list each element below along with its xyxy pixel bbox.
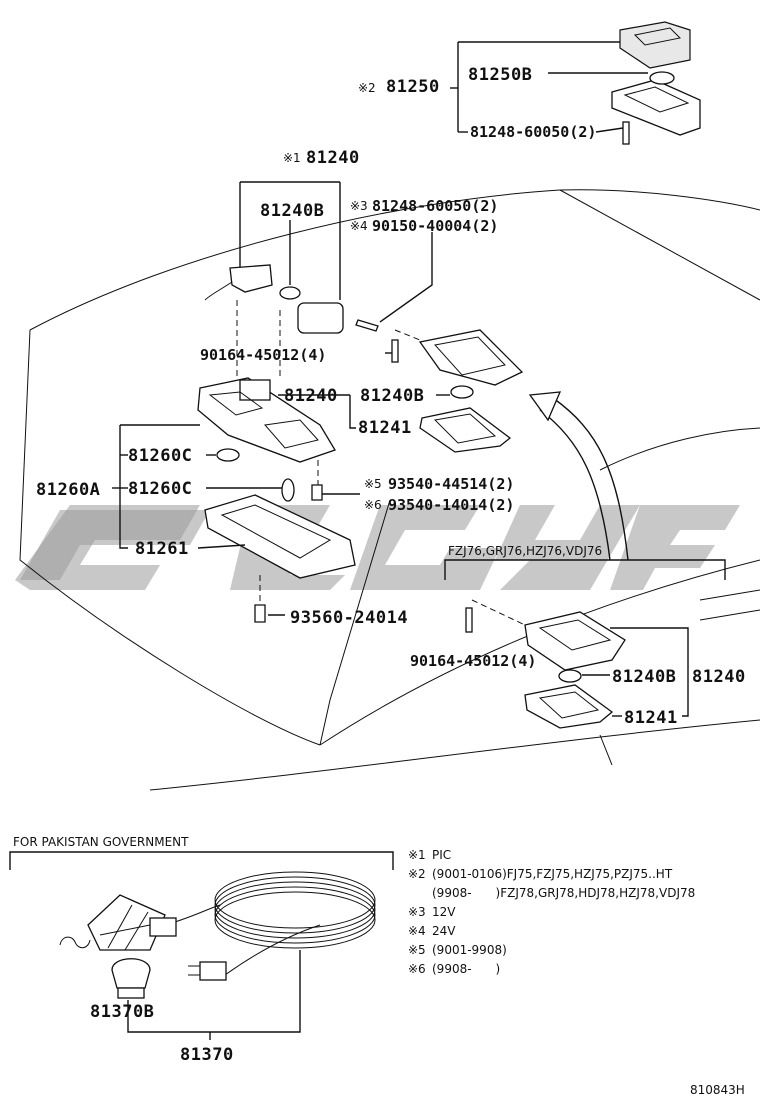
lamp-cover-81250[interactable] (619, 21, 691, 69)
note-1-mark: ※1 (408, 848, 426, 862)
pakistan-inset: FOR PAKISTAN GOVERNMENT (9, 835, 394, 1065)
note-6-text: (9908- ) (432, 962, 500, 976)
bulb-81370B[interactable] (111, 958, 151, 999)
note-mark-4: ※4 (350, 219, 368, 233)
housing-81261[interactable] (204, 494, 356, 579)
part-81240B-right-label[interactable]: 81240B (612, 667, 676, 687)
model-lamp-group: FZJ76,GRJ76,HZJ76,VDJ76 90164-45012(4) 8… (410, 544, 746, 766)
note-mark-3: ※3 (350, 199, 368, 213)
part-81240-pic-label[interactable]: 81240 (306, 148, 360, 168)
note-1-text: PIC (432, 848, 451, 862)
note-2-text: (9001-0106)FJ75,FZJ75,HZJ75,PZJ75..HT (432, 867, 673, 881)
pakistan-title: FOR PAKISTAN GOVERNMENT (13, 835, 189, 849)
screw-81248[interactable] (622, 121, 630, 145)
lamp-housing-81240-right[interactable] (524, 611, 626, 671)
part-90150-label[interactable]: 90150-40004(2) (372, 217, 498, 235)
work-lamp-cage[interactable] (59, 894, 177, 951)
center-lamp-group: 90164-45012(4) 81240 81240B 81241 (200, 300, 524, 453)
direction-arrow (528, 391, 629, 561)
rear-lamp-group: 81260A 81260C 81260C 81261 ※5 93540-4451… (36, 377, 514, 628)
work-lamp-plug[interactable] (188, 961, 227, 981)
lamp-switch[interactable] (239, 379, 271, 401)
lamp-housing-81240[interactable] (418, 329, 524, 386)
part-81370-label[interactable]: 81370 (180, 1045, 234, 1065)
roof-outline (19, 189, 760, 791)
part-81260A-label[interactable]: 81260A (36, 480, 100, 500)
note-mark-5: ※5 (364, 477, 382, 491)
diagram-id: 810843H (690, 1083, 745, 1097)
bulb-81240B-center[interactable] (450, 385, 474, 399)
part-93540-14014-label[interactable]: 93540-14014(2) (388, 496, 514, 514)
part-81241-center-label[interactable]: 81241 (358, 418, 412, 438)
part-81241-right-label[interactable]: 81241 (624, 708, 678, 728)
part-81240B-pic-label[interactable]: 81240B (260, 201, 324, 221)
part-90164-right-label[interactable]: 90164-45012(4) (410, 652, 536, 670)
part-90164-center-label[interactable]: 90164-45012(4) (200, 346, 326, 364)
bulb-81260C-1[interactable] (216, 448, 240, 462)
model-list-label: FZJ76,GRJ76,HZJ76,VDJ76 (448, 544, 602, 558)
note-mark-6: ※6 (364, 498, 382, 512)
screw-93560[interactable] (254, 604, 266, 623)
part-93540-44514-label[interactable]: 93540-44514(2) (388, 475, 514, 493)
note-2-mark: ※2 (408, 867, 426, 881)
screw-90164-center[interactable] (391, 339, 399, 363)
lens-81240-pic[interactable] (297, 302, 344, 334)
part-81260C-2-label[interactable]: 81260C (128, 479, 192, 499)
screw-93540[interactable] (311, 484, 323, 501)
note-6-mark: ※6 (408, 962, 426, 976)
note-3-text: 12V (432, 905, 456, 919)
note-4-text: 24V (432, 924, 456, 938)
part-81261-label[interactable]: 81261 (135, 539, 189, 559)
work-lamp-cord[interactable] (164, 871, 376, 976)
note-5-mark: ※5 (408, 943, 426, 957)
wire-harness-connector[interactable] (229, 264, 273, 293)
bulb-81240B-right[interactable] (558, 669, 582, 683)
part-81240-right-label[interactable]: 81240 (692, 667, 746, 687)
note-5-text: (9001-9908) (432, 943, 507, 957)
bulb-81250B[interactable] (649, 71, 675, 85)
note-mark-1: ※1 (283, 151, 301, 165)
screw-90164-right[interactable] (465, 607, 473, 633)
part-93560-label[interactable]: 93560-24014 (290, 608, 408, 628)
top-lamp-group: ※2 81250 81250B 81248-60050(2) (358, 21, 701, 145)
screw-90150[interactable] (355, 319, 379, 332)
part-81260C-1-label[interactable]: 81260C (128, 446, 192, 466)
part-81370B-label[interactable]: 81370B (90, 1002, 154, 1022)
part-81240-center-label[interactable]: 81240 (284, 386, 338, 406)
part-81250-label[interactable]: 81250 (386, 77, 440, 97)
notes-legend: ※1 PIC ※2 (9001-0106)FJ75,FZJ75,HZJ75,PZ… (408, 848, 695, 976)
part-81248-label[interactable]: 81248-60050(2) (470, 123, 596, 141)
note-3-mark: ※3 (408, 905, 426, 919)
note-mark-2: ※2 (358, 81, 376, 95)
note-4-mark: ※4 (408, 924, 426, 938)
lens-81241-right[interactable] (524, 684, 614, 729)
note-2b-text: (9908- )FZJ78,GRJ78,HDJ78,HZJ78,VDJ78 (432, 886, 695, 900)
bulb-81260C-2[interactable] (281, 478, 295, 502)
part-81240B-center-label[interactable]: 81240B (360, 386, 424, 406)
part-81248-pic-label[interactable]: 81248-60050(2) (372, 197, 498, 215)
bulb-81240B-pic[interactable] (279, 286, 301, 300)
part-81250B-label[interactable]: 81250B (468, 65, 532, 85)
pic-lamp-group: ※1 81240 81240B ※3 81248-60050(2) ※4 901… (204, 148, 498, 334)
